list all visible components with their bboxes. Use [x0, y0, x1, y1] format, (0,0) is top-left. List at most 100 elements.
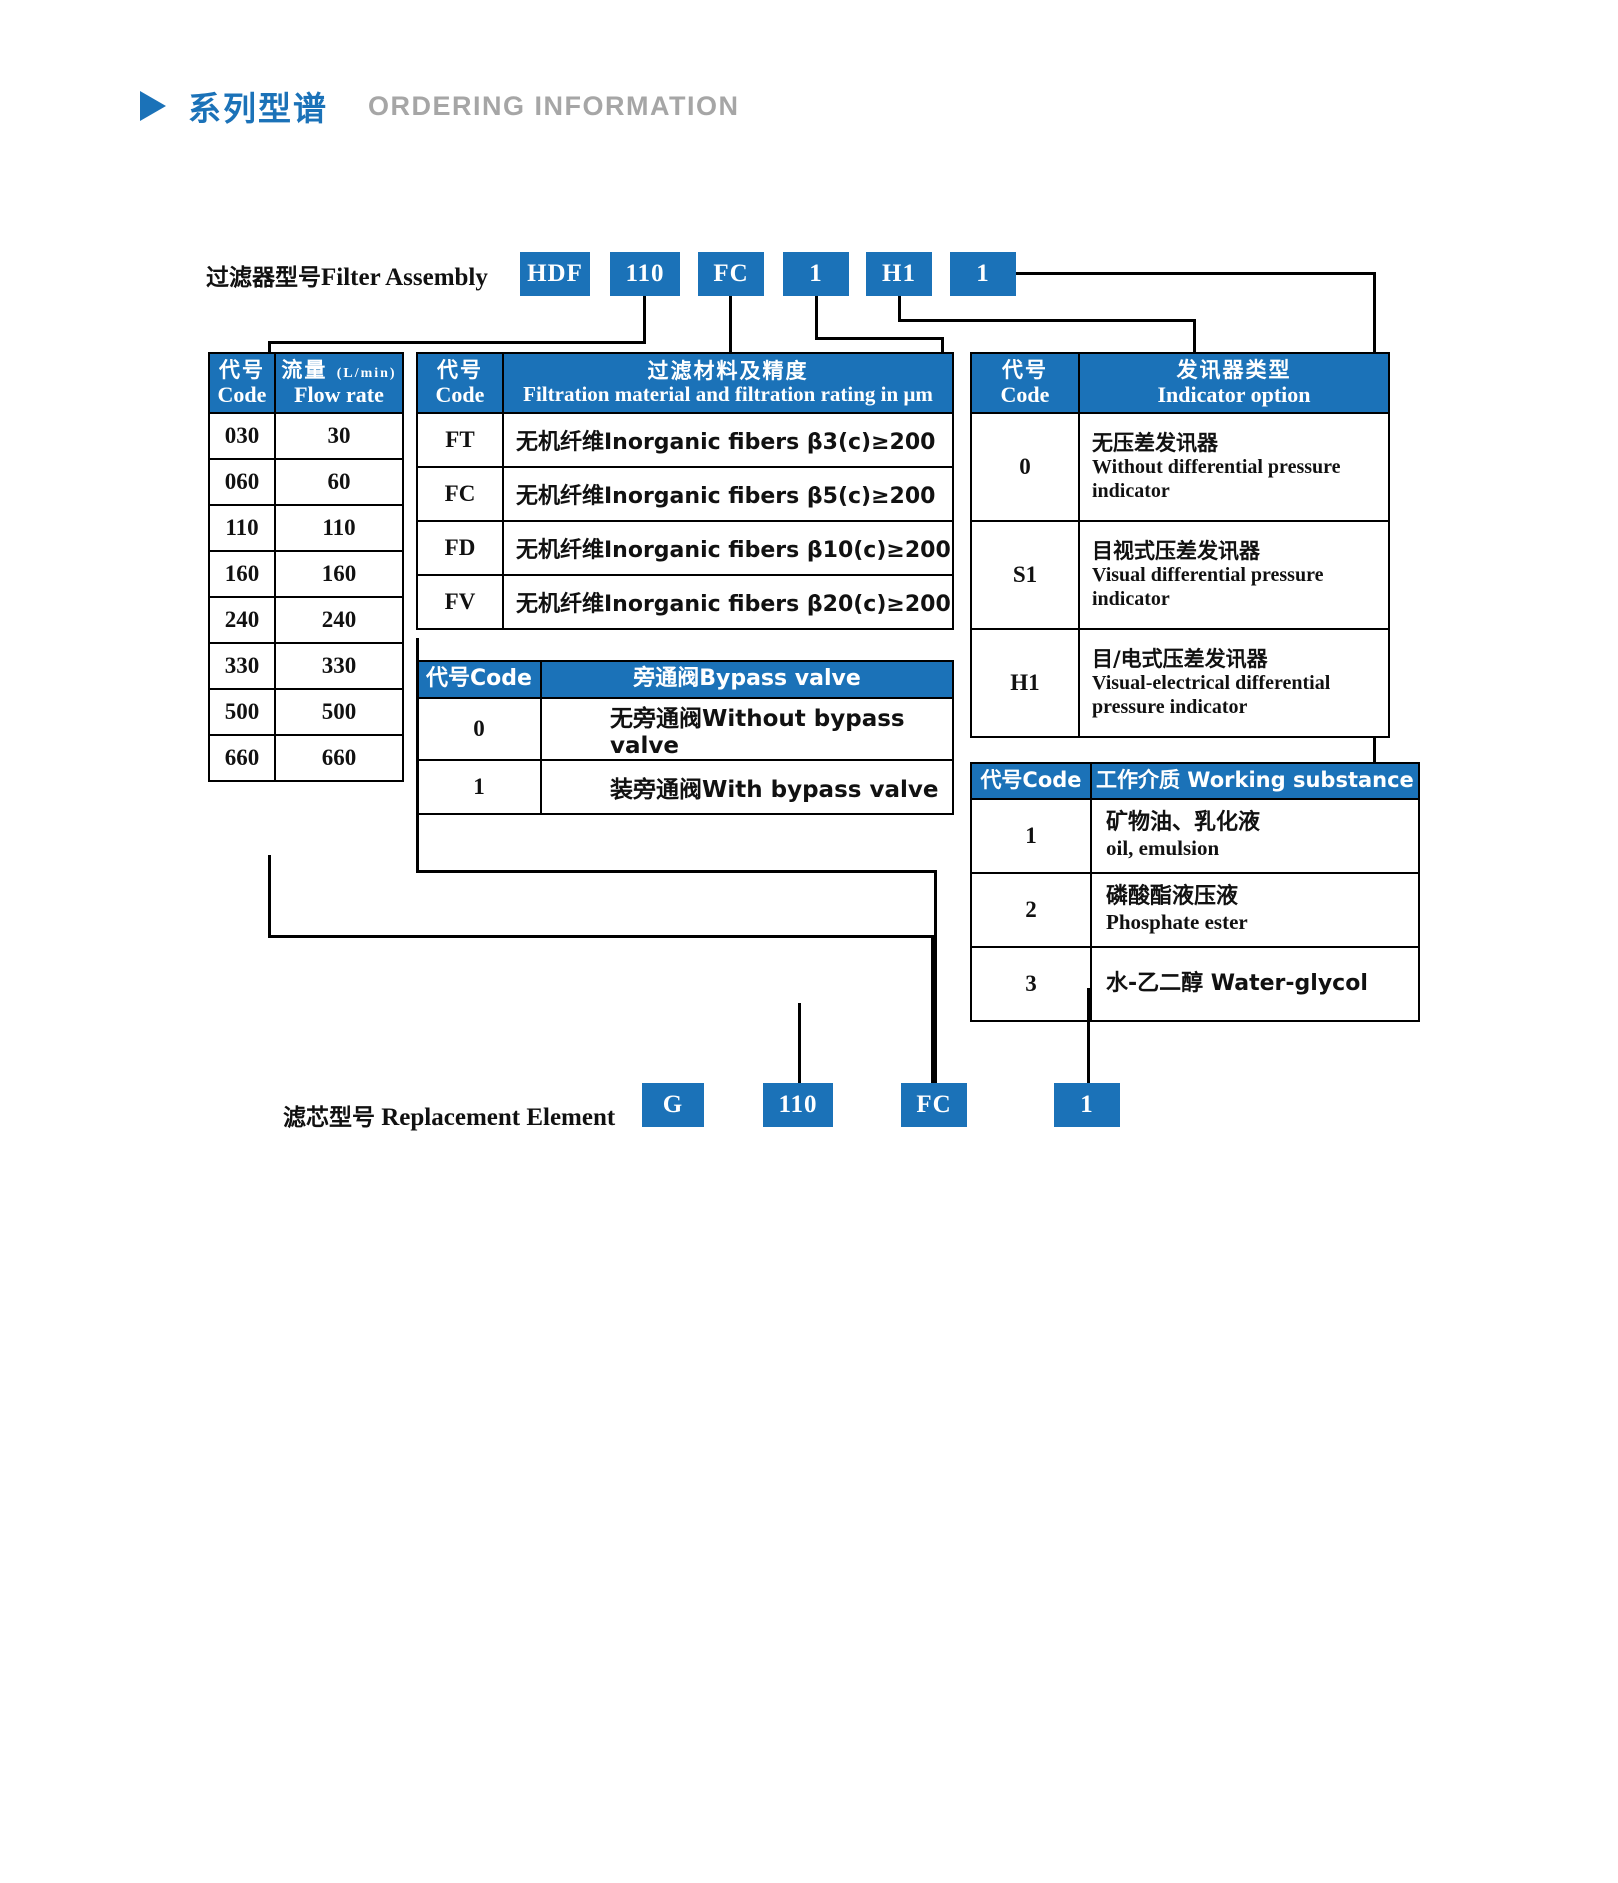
element-code-box-4[interactable]: 1: [1054, 1083, 1120, 1127]
filter-code-box-1[interactable]: HDF: [520, 252, 590, 296]
table-row: H1 目/电式压差发讯器 Visual-electrical different…: [970, 628, 1390, 739]
indicator-desc-cell: 无压差发讯器 Without differential pressure ind…: [1078, 412, 1390, 523]
indicator-option-table: 代号 Code 发讯器类型 Indicator option 0 无压差发讯器 …: [970, 351, 1390, 739]
filtration-material-table: 代号 Code 过滤材料及精度 Filtration material and …: [416, 351, 954, 631]
connector-indicator-h1: [898, 319, 1196, 322]
connector-indicator-v1: [898, 296, 901, 322]
table-row: 3 水-乙二醇 Water-glycol: [970, 945, 1420, 1022]
flow-code-cell: 030: [208, 412, 276, 461]
indicator-desc-cell: 目/电式压差发讯器 Visual-electrical differential…: [1078, 628, 1390, 739]
connector-re-filt-h2: [416, 870, 937, 873]
filtration-code-cell: FT: [416, 412, 504, 469]
filter-assembly-label-en: Filter Assembly: [321, 264, 488, 291]
filtration-header-desc: 过滤材料及精度 Filtration material and filtrati…: [502, 351, 954, 415]
element-code-box-2[interactable]: 110: [763, 1083, 833, 1127]
connector-flow-v1: [643, 296, 646, 344]
indicator-header-desc: 发讯器类型 Indicator option: [1078, 351, 1390, 415]
connector-re-filt-v1: [416, 638, 419, 873]
work-table-body: 1 矿物油、乳化液 oil, emulsion 2 磷酸酯液压液 Phospha…: [970, 797, 1420, 1022]
connector-bypass-v1: [815, 296, 818, 340]
indicator-header-code: 代号 Code: [970, 351, 1080, 415]
indicator-code-cell: S1: [970, 520, 1080, 631]
filter-code-box-5[interactable]: H1: [866, 252, 932, 296]
filter-code-box-6[interactable]: 1: [950, 252, 1016, 296]
replacement-element-label: 滤芯型号 Replacement Element: [283, 1098, 615, 1132]
bypass-header-code: 代号Code: [416, 660, 542, 699]
connector-re-fc-h: [416, 870, 418, 873]
flow-value-cell: 240: [274, 596, 404, 645]
filtration-desc-cell: 无机纤维Inorganic fibers β5(c)≥200: [502, 466, 954, 523]
connector-re-work-v: [1087, 988, 1090, 1083]
connector-re-filt-v3: [934, 870, 937, 1083]
connector-indicator-v2: [1193, 319, 1196, 354]
replacement-element-label-cn: 滤芯型号: [283, 1105, 375, 1131]
work-desc-cell: 水-乙二醇 Water-glycol: [1090, 945, 1420, 1022]
indicator-code-cell: H1: [970, 628, 1080, 739]
filter-assembly-label-cn: 过滤器型号: [206, 265, 321, 291]
bypass-desc-cell: 无旁通阀Without bypass valve: [540, 696, 954, 761]
bypass-code-cell: 1: [416, 758, 542, 815]
flow-code-cell: 110: [208, 504, 276, 553]
work-desc-cell: 矿物油、乳化液 oil, emulsion: [1090, 797, 1420, 874]
page-title-cn: 系列型谱: [188, 89, 328, 128]
connector-re-110-v: [798, 1003, 801, 1083]
bypass-header-desc: 旁通阀Bypass valve: [540, 660, 954, 699]
triangle-bullet-icon: [140, 91, 166, 121]
page-header: 系列型谱 ORDERING INFORMATION: [140, 82, 739, 130]
table-row: 1 矿物油、乳化液 oil, emulsion: [970, 797, 1420, 874]
filter-code-box-4[interactable]: 1: [783, 252, 849, 296]
filter-assembly-label: 过滤器型号Filter Assembly: [206, 258, 488, 292]
work-header-desc: 工作介质 Working substance: [1090, 762, 1420, 800]
filtration-code-cell: FD: [416, 520, 504, 577]
flow-value-cell: 160: [274, 550, 404, 599]
indicator-desc-cell: 目视式压差发讯器 Visual differential pressure in…: [1078, 520, 1390, 631]
work-code-cell: 1: [970, 797, 1092, 874]
filtration-header-code: 代号 Code: [416, 351, 504, 415]
flow-value-cell: 500: [274, 688, 404, 737]
table-row: 2 磷酸酯液压液 Phosphate ester: [970, 871, 1420, 948]
flow-value-cell: 110: [274, 504, 404, 553]
connector-re-flow-v1: [268, 855, 271, 938]
filtration-desc-cell: 无机纤维Inorganic fibers β10(c)≥200: [502, 520, 954, 577]
filter-code-box-3[interactable]: FC: [698, 252, 764, 296]
flow-code-cell: 060: [208, 458, 276, 507]
connector-work-h1: [1016, 272, 1376, 275]
bypass-desc-cell: 装旁通阀With bypass valve: [540, 758, 954, 815]
filter-code-box-2[interactable]: 110: [610, 252, 680, 296]
filtration-code-cell: FV: [416, 574, 504, 631]
element-code-box-3[interactable]: FC: [901, 1083, 967, 1127]
flow-code-cell: 330: [208, 642, 276, 691]
flow-value-cell: 30: [274, 412, 404, 461]
flow-table-header-code: 代号 Code: [208, 351, 276, 415]
element-code-box-1[interactable]: G: [642, 1083, 704, 1127]
flow-code-cell: 160: [208, 550, 276, 599]
flow-value-cell: 330: [274, 642, 404, 691]
connector-flow-v2: [268, 341, 271, 355]
bypass-code-cell: 0: [416, 696, 542, 761]
flow-value-cell: 60: [274, 458, 404, 507]
connector-flow-h1: [268, 341, 646, 344]
flow-code-cell: 240: [208, 596, 276, 645]
table-row: S1 目视式压差发讯器 Visual differential pressure…: [970, 520, 1390, 631]
flow-code-cell: 660: [208, 734, 276, 783]
indicator-table-body: 0 无压差发讯器 Without differential pressure i…: [970, 412, 1390, 739]
